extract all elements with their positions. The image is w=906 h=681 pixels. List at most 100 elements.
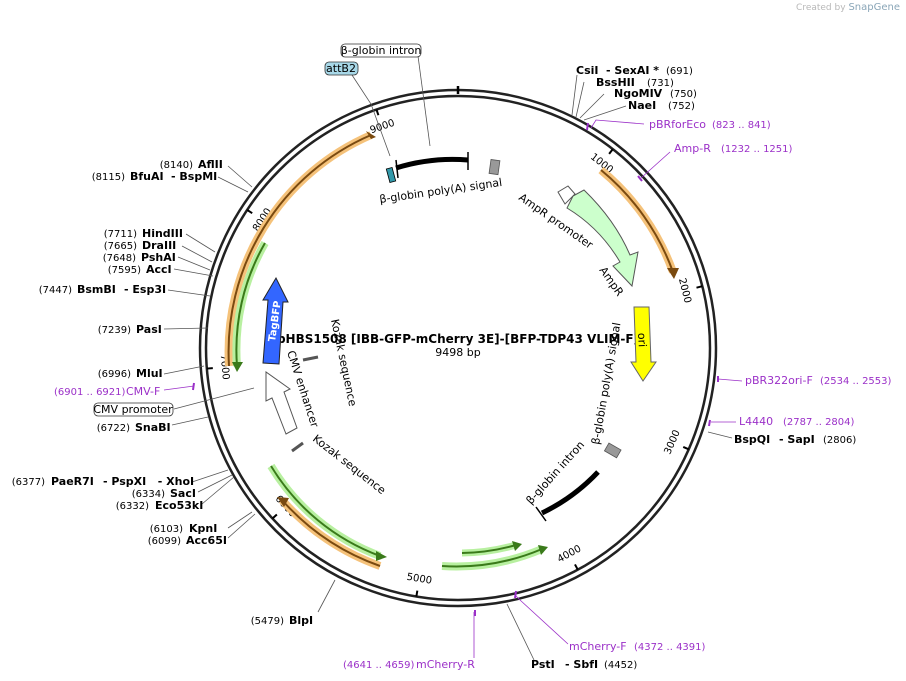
site-saci: (6334) SacI	[132, 487, 196, 500]
site-coord-bsmbi: (7447)	[39, 285, 72, 296]
tick-label-2000: 2000	[676, 277, 693, 304]
green-arc-bottom-short-head	[512, 541, 522, 551]
site-mlui: (6996) MluI	[98, 367, 163, 380]
leader-bfuai	[217, 176, 249, 193]
leader-psti	[506, 603, 535, 661]
tick-mark-5000	[415, 590, 419, 597]
site-bsmbi: (7447) BsmBI - Esp3I	[39, 283, 166, 296]
leader-kpni	[227, 511, 253, 529]
label-bglobin-intron: β-globin intron	[524, 438, 588, 507]
tick-mark-2000	[696, 285, 703, 289]
site-coord-saci: (6334)	[132, 489, 165, 500]
tick-mark-3000	[682, 445, 690, 451]
site-extra-bfuai: - BspMI	[171, 170, 217, 183]
site-name-naei: NaeI	[628, 99, 656, 112]
site-name-paer7i: PaeR7I	[51, 475, 94, 488]
leader-mcherry-f	[514, 594, 569, 645]
site-blpi: (5479) BlpI	[251, 614, 313, 627]
site-hindiii: (7711) HindIII	[104, 227, 183, 240]
leader-bsshii	[575, 81, 585, 118]
boxed-text-bglobin-intron: β-globin intron	[341, 44, 422, 57]
site-extra-bsmbi: - Esp3I	[124, 283, 166, 296]
site-name-blpi: BlpI	[289, 614, 313, 627]
leader-aflii	[227, 165, 253, 188]
leader-blpi	[317, 579, 336, 613]
site-name-acc65i: Acc65I	[186, 534, 227, 547]
green-arc-bottom-mid-head	[538, 545, 548, 555]
primer-range-amp-r: (1232 .. 1251)	[721, 144, 793, 155]
primer-name-mcherry-r: mCherry-R	[416, 658, 475, 671]
boxed-label-bglobin-intron: β-globin intron	[340, 43, 422, 58]
site-bfuai: (8115) BfuAI - BspMI	[92, 170, 218, 183]
tick-mark-8000	[246, 209, 253, 215]
site-name-snabi: SnaBI	[135, 421, 171, 434]
primer-range-l4440: (2787 .. 2804)	[783, 417, 855, 428]
primer-mark-amp-r	[637, 175, 643, 182]
boxed-text-attb2: attB2	[326, 62, 356, 75]
primer-mcherry-f: mCherry-F (4372 .. 4391)	[569, 640, 706, 653]
tick-label-9000: 9000	[369, 118, 397, 137]
primer-marks	[192, 122, 719, 616]
site-coord-paer7i: (6377)	[12, 477, 45, 488]
leader-snabi	[171, 416, 209, 426]
tick-mark-4000	[574, 563, 579, 571]
primer-mark-pbrforeco	[586, 122, 589, 131]
label-ori: ori	[635, 332, 649, 347]
site-name-eco53ki: Eco53kI	[155, 499, 203, 512]
primer-name-pbrforeco: pBRforEco	[649, 118, 706, 131]
site-ngomiv: NgoMIV (750)	[614, 87, 697, 100]
primer-pbr322ori-f: pBR322ori-F (2534 .. 2553)	[745, 374, 892, 387]
site-coord-bspqi: (2806)	[823, 435, 856, 446]
tick-mark-6000	[271, 513, 278, 520]
primer-mcherry-r: (4641 .. 4659) mCherry-R	[343, 658, 475, 671]
boxed-text-cmv-promoter: CMV promoter	[93, 403, 173, 416]
primer-name-pbr322ori-f: pBR322ori-F	[745, 374, 813, 387]
primer-name-cmv-f: CMV-F	[126, 385, 160, 398]
bglobin-intron-cap	[535, 506, 547, 522]
primer-name-l4440: L4440	[739, 415, 773, 428]
cmv-enhancer-arrow	[265, 371, 298, 435]
site-name-pasi: PasI	[136, 323, 162, 336]
site-coord-psti: (4452)	[604, 660, 637, 671]
site-extra-bspqi: - SapI	[779, 433, 815, 446]
tick-label-4000: 4000	[556, 543, 584, 565]
leader-bsmbi	[167, 289, 211, 297]
leader-acc65i	[227, 513, 256, 539]
tick-mark-1000	[608, 148, 614, 155]
site-psti: PstI - SbfI (4452)	[531, 658, 637, 671]
green-arc-left-head	[232, 362, 243, 372]
site-name-psti: PstI	[531, 658, 555, 671]
site-name-bspqi: BspQI	[734, 433, 770, 446]
backbone-inner-circle	[204, 94, 712, 602]
site-coord-pshai: (7648)	[103, 253, 136, 264]
site-name-pshai: PshAI	[141, 251, 176, 264]
leader-acci	[173, 268, 214, 277]
site-coord-kpni: (6103)	[150, 524, 183, 535]
site-name-bsmbi: BsmBI	[77, 283, 116, 296]
site-name-csii: CsiI	[576, 64, 598, 77]
leader-pbr322ori	[717, 378, 743, 382]
leader-saci	[197, 474, 233, 493]
tagbfp-arrow	[262, 276, 289, 365]
primer-name-mcherry-f: mCherry-F	[569, 640, 627, 653]
primer-range-pbrforeco: (823 .. 841)	[712, 120, 771, 131]
green-arc-left-line	[235, 242, 266, 367]
site-coord-mlui: (6996)	[98, 369, 131, 380]
site-coord-eco53ki: (6332)	[116, 501, 149, 512]
site-coord-ngomiv: (750)	[670, 89, 697, 100]
attb2-mark	[385, 166, 397, 184]
site-bspqi: BspQI - SapI (2806)	[734, 433, 856, 446]
site-name-draiii: DraIII	[142, 239, 176, 252]
site-coord-hindiii: (7711)	[104, 229, 137, 240]
site-coord-naei: (752)	[668, 101, 695, 112]
site-extra-psti: - SbfI	[565, 658, 598, 671]
leader-cmv-f	[163, 385, 195, 391]
green-arc-bottom-left-head	[376, 551, 387, 561]
primer-range-cmv-f: (6901 .. 6921)	[54, 387, 126, 398]
site-extra-csii: - SexAI *	[606, 64, 659, 77]
credit-prefix: Created by	[796, 3, 846, 13]
site-coord-acci: (7595)	[108, 265, 141, 276]
plasmid-length: 9498 bp	[435, 346, 480, 359]
leader-attb2	[351, 74, 391, 157]
